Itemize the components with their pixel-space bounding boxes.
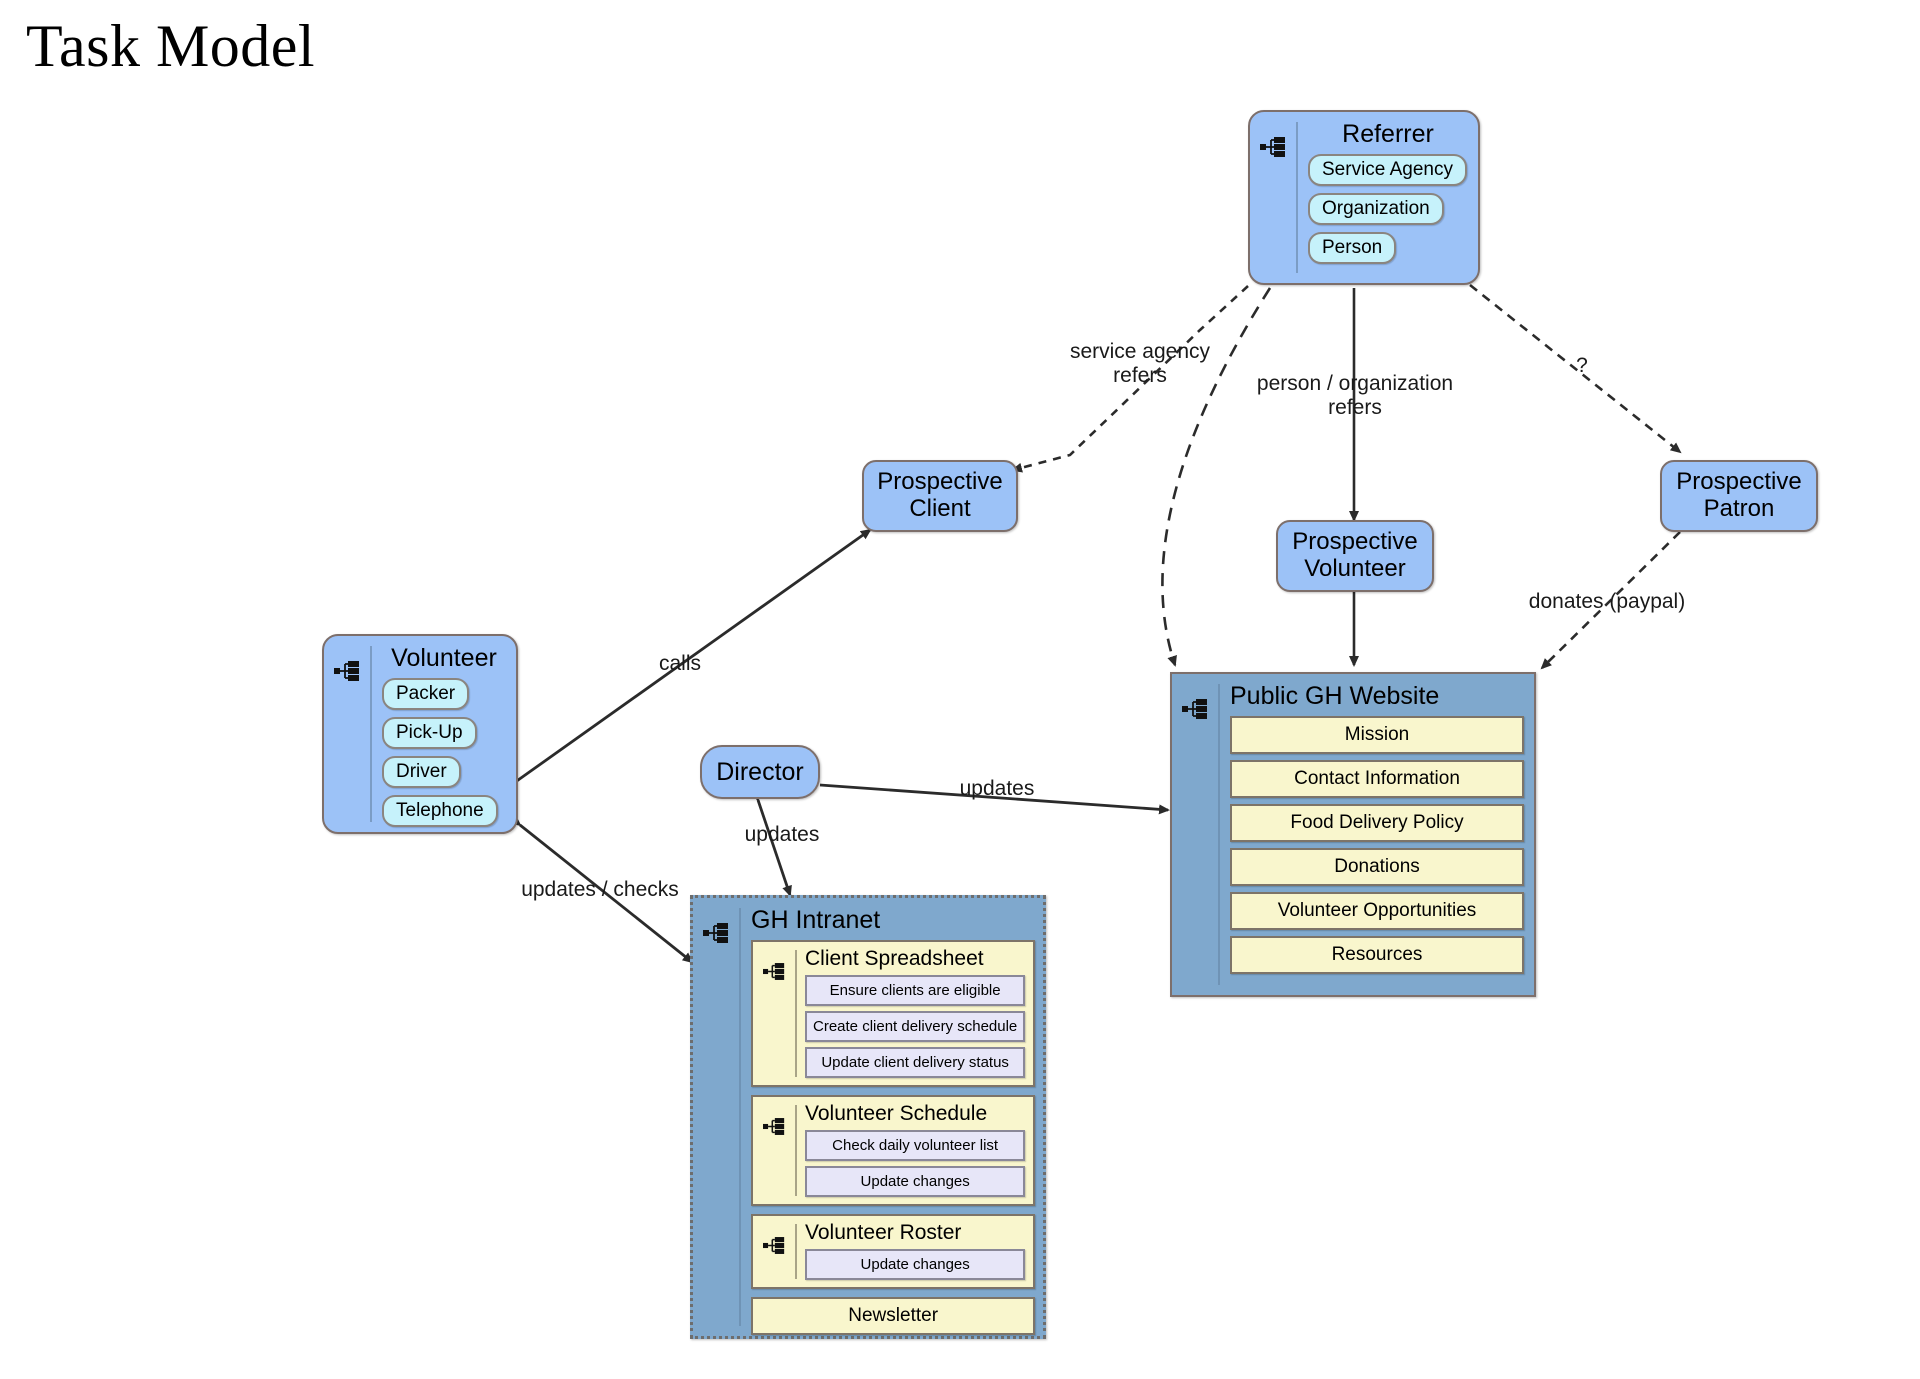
website-item-contact-information[interactable]: Contact Information <box>1230 760 1524 798</box>
node-prospective-client[interactable]: Prospective Client <box>862 460 1018 532</box>
hierarchy-icon <box>753 1224 797 1279</box>
capsule-driver[interactable]: Driver <box>382 756 461 788</box>
task-check-daily-volunteer-list[interactable]: Check daily volunteer list <box>805 1130 1026 1161</box>
capsule-organization[interactable]: Organization <box>1308 193 1444 225</box>
node-director-label: Director <box>716 757 804 786</box>
node-referrer-title: Referrer <box>1342 120 1434 148</box>
edge-label-updates-checks: updates / checks <box>521 878 679 901</box>
intranet-group-volunteer-roster[interactable]: Volunteer Roster Update changes <box>751 1214 1036 1289</box>
intranet-group-client-spreadsheet[interactable]: Client Spreadsheet Ensure clients are el… <box>751 940 1036 1087</box>
task-ensure-clients-are-eligible[interactable]: Ensure clients are eligible <box>805 975 1026 1006</box>
capsule-packer[interactable]: Packer <box>382 678 470 710</box>
edge-label-question: ? <box>1576 354 1588 377</box>
hierarchy-icon <box>1250 122 1298 273</box>
node-volunteer-title: Volunteer <box>391 644 497 672</box>
capsule-pick-up[interactable]: Pick-Up <box>382 717 477 749</box>
capsule-service-agency[interactable]: Service Agency <box>1308 154 1467 186</box>
group-title-client-spreadsheet: Client Spreadsheet <box>805 947 984 970</box>
hierarchy-icon <box>324 646 372 822</box>
hierarchy-icon <box>1172 684 1220 985</box>
node-gh-intranet-title: GH Intranet <box>751 906 881 934</box>
edge-director-updates-intranet <box>750 789 792 897</box>
group-title-volunteer-schedule: Volunteer Schedule <box>805 1102 988 1125</box>
edge-label-person-organization-refers: person / organization refers <box>1256 372 1454 420</box>
task-update-client-delivery-status[interactable]: Update client delivery status <box>805 1047 1026 1078</box>
node-gh-intranet[interactable]: GH Intranet Client Spreadsheet Ensure cl… <box>690 895 1046 1339</box>
edge-label-donates-paypal: donates (paypal) <box>1528 590 1686 613</box>
website-item-resources[interactable]: Resources <box>1230 936 1524 974</box>
node-director[interactable]: Director <box>700 745 820 799</box>
node-prospective-patron-label: Prospective Patron <box>1676 468 1802 522</box>
edge-label-calls: calls <box>658 652 701 675</box>
node-public-gh-website-title: Public GH Website <box>1230 682 1440 710</box>
website-item-donations[interactable]: Donations <box>1230 848 1524 886</box>
intranet-item-newsletter[interactable]: Newsletter <box>751 1297 1036 1335</box>
task-update-changes-schedule[interactable]: Update changes <box>805 1166 1026 1197</box>
capsule-telephone[interactable]: Telephone <box>382 795 498 827</box>
edge-label-updates-director-website: updates <box>959 777 1035 800</box>
node-prospective-volunteer[interactable]: Prospective Volunteer <box>1276 520 1434 592</box>
node-public-gh-website[interactable]: Public GH Website Mission Contact Inform… <box>1170 672 1536 997</box>
node-volunteer[interactable]: Volunteer Packer Pick-Up Driver Telephon… <box>322 634 518 834</box>
website-item-mission[interactable]: Mission <box>1230 716 1524 754</box>
edge-label-updates-director-intranet: updates <box>744 823 820 846</box>
website-item-volunteer-opportunities[interactable]: Volunteer Opportunities <box>1230 892 1524 930</box>
task-create-client-delivery-schedule[interactable]: Create client delivery schedule <box>805 1011 1026 1042</box>
capsule-person[interactable]: Person <box>1308 232 1397 264</box>
task-update-changes-roster[interactable]: Update changes <box>805 1249 1026 1280</box>
node-prospective-patron[interactable]: Prospective Patron <box>1660 460 1818 532</box>
intranet-group-volunteer-schedule[interactable]: Volunteer Schedule Check daily volunteer… <box>751 1095 1036 1206</box>
hierarchy-icon <box>753 950 797 1077</box>
hierarchy-icon <box>693 908 741 1326</box>
edge-label-service-agency-refers: service agency refers <box>1069 340 1211 388</box>
page-title: Task Model <box>26 13 316 79</box>
node-prospective-client-label: Prospective Client <box>877 468 1003 522</box>
hierarchy-icon <box>753 1105 797 1196</box>
node-prospective-volunteer-label: Prospective Volunteer <box>1292 528 1418 582</box>
node-referrer[interactable]: Referrer Service Agency Organization Per… <box>1248 110 1480 285</box>
group-title-volunteer-roster: Volunteer Roster <box>805 1221 962 1244</box>
website-item-food-delivery-policy[interactable]: Food Delivery Policy <box>1230 804 1524 842</box>
